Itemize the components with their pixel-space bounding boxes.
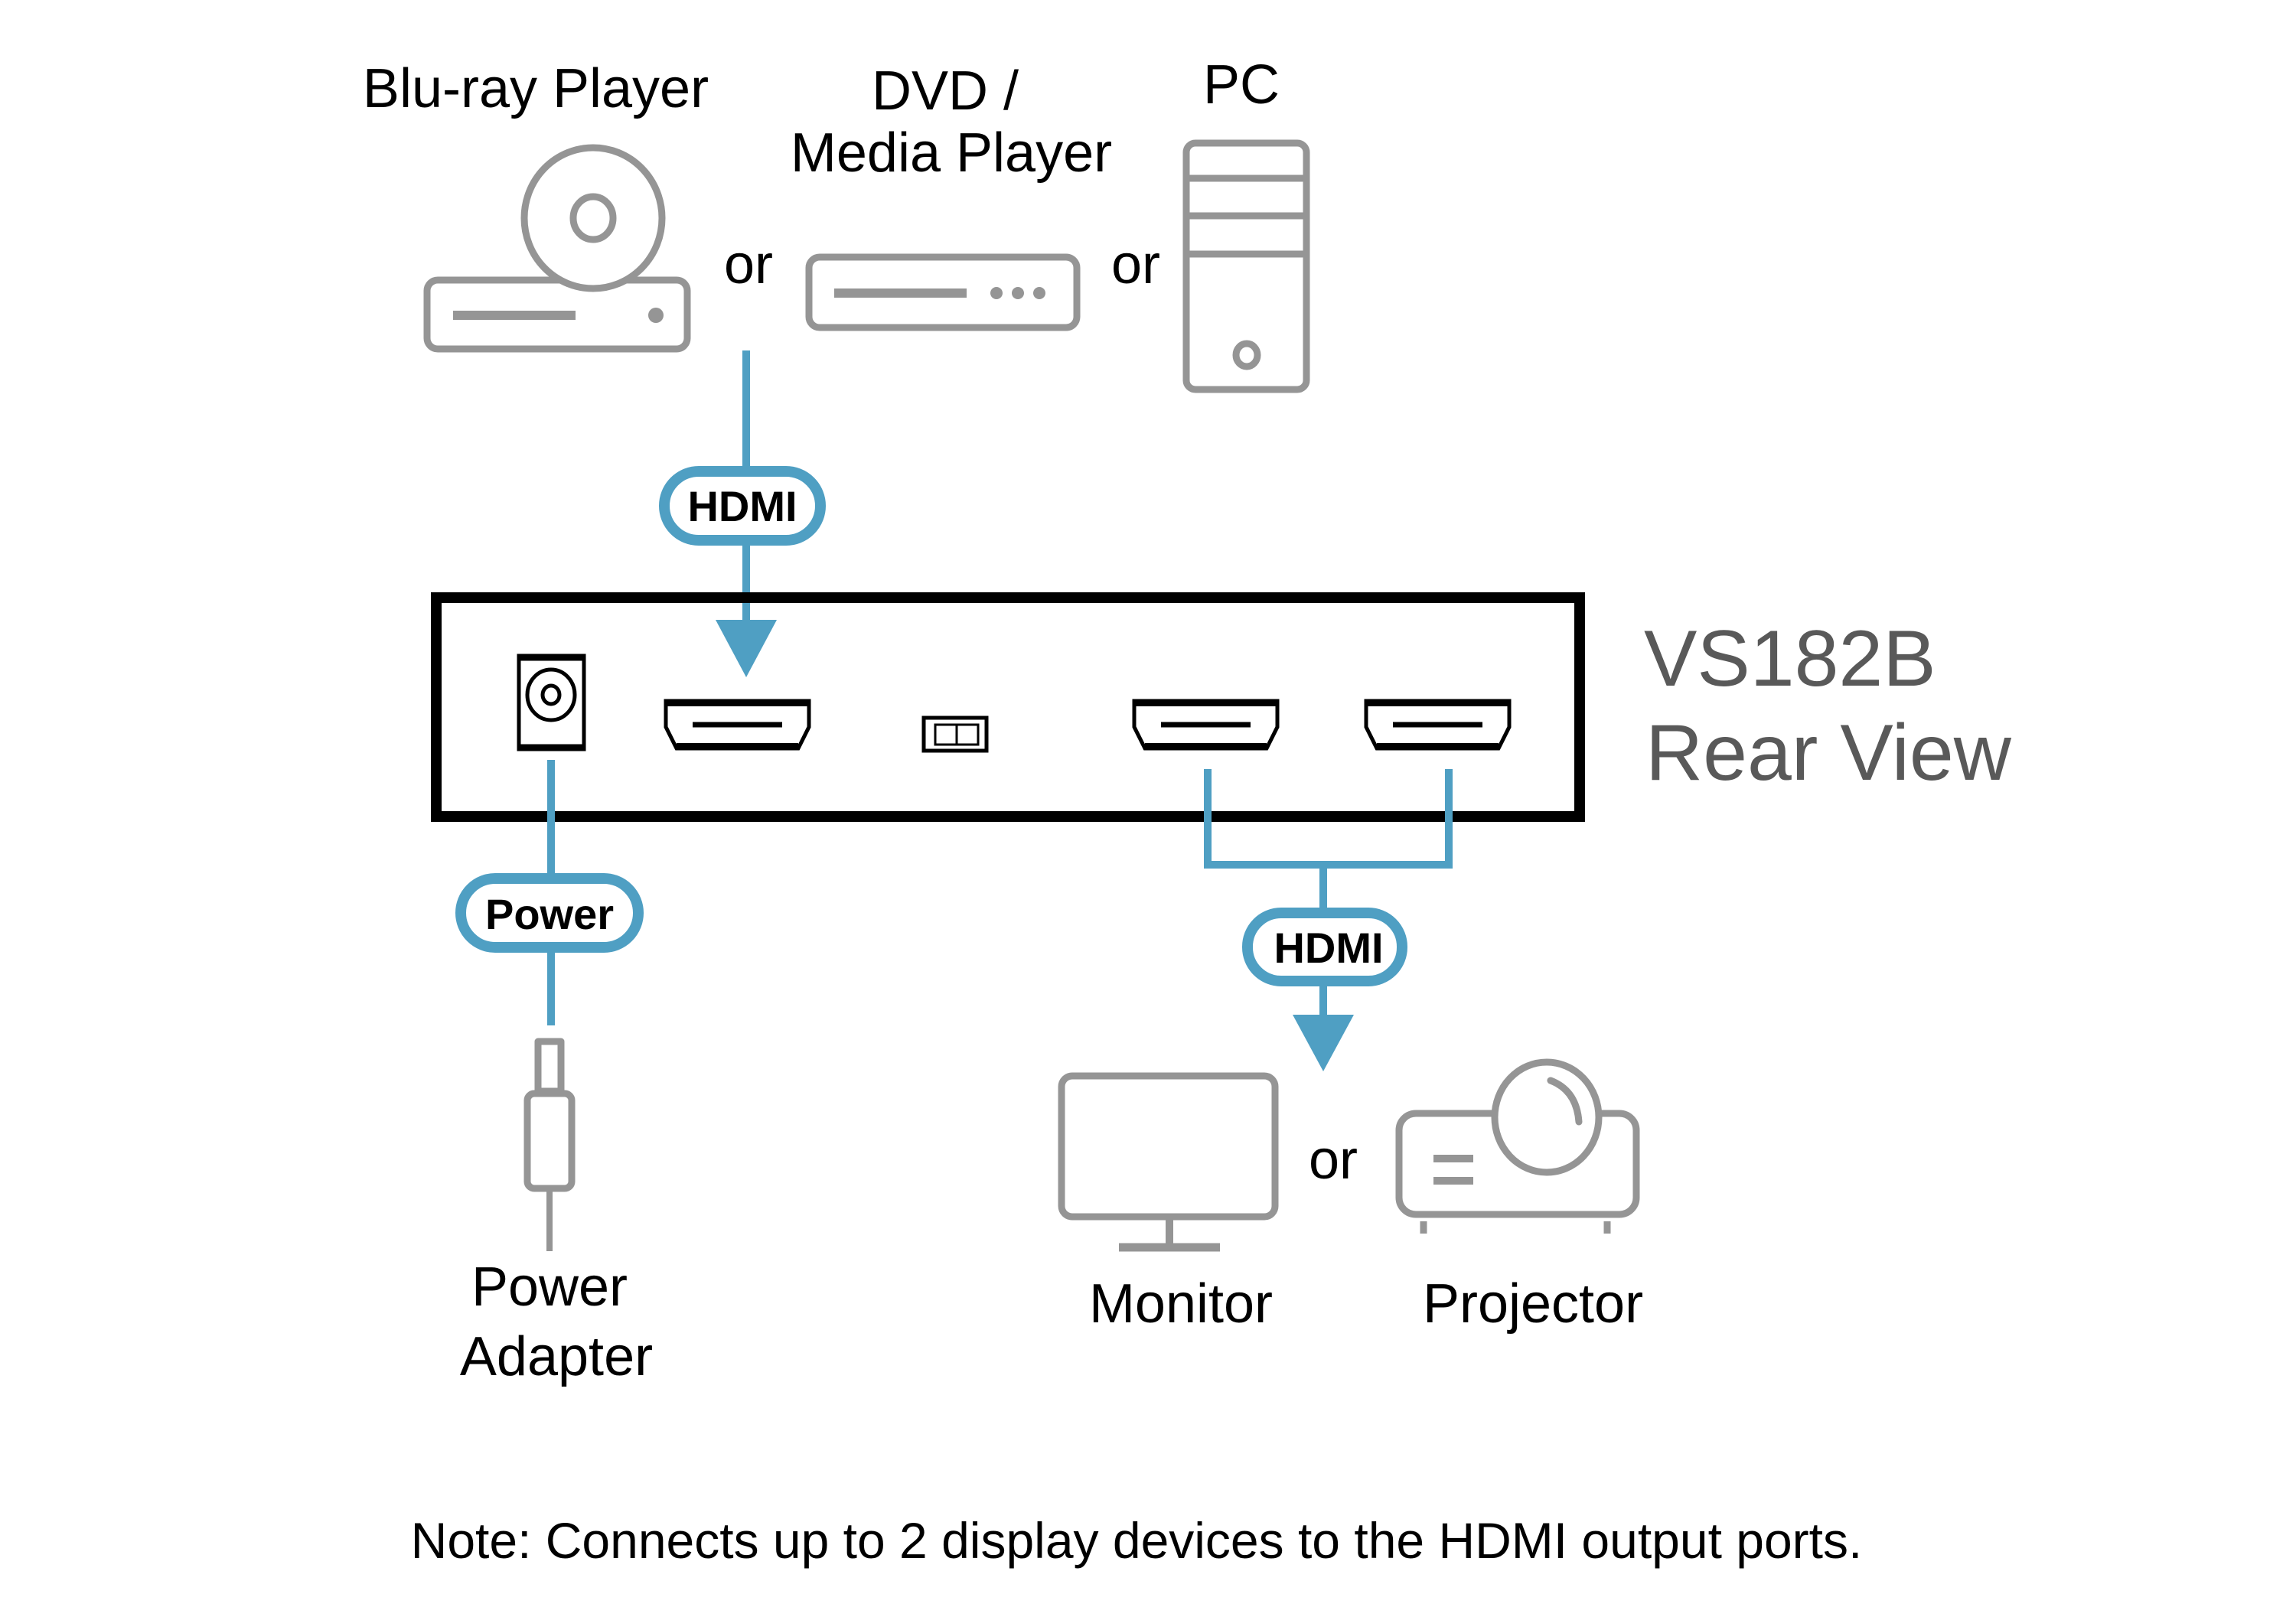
monitor-icon (1058, 1072, 1279, 1252)
hdmi-input-pill (659, 466, 826, 546)
arrow-down-icon (1293, 1015, 1354, 1071)
power-cable: Power (455, 760, 644, 1025)
device-view-label: Rear View (1645, 709, 2012, 797)
hdmi-output-port-2-icon (1364, 699, 1512, 751)
media-player-icon (805, 253, 1081, 331)
dvd-label-line1: DVD / (872, 60, 1019, 122)
power-pill (455, 873, 644, 953)
power-jack-icon (517, 654, 586, 751)
hdmi-input-cable: HDMI (659, 350, 826, 677)
mode-switch-icon (921, 715, 989, 753)
dvd-label-line2: Media Player (791, 122, 1112, 184)
or-separator-2: or (1111, 234, 1160, 295)
projector-label: Projector (1423, 1273, 1643, 1335)
projector-icon (1395, 1058, 1640, 1234)
hdmi-input-pill-label: HDMI (687, 482, 797, 530)
power-adapter-label-line1: Power (471, 1257, 628, 1318)
pc-label: PC (1203, 54, 1280, 116)
pc-tower-icon (1182, 139, 1310, 393)
or-separator-3: or (1309, 1129, 1358, 1191)
device-model: VS182B (1644, 614, 1936, 703)
or-separator-1: or (724, 234, 773, 295)
monitor-label: Monitor (1089, 1273, 1273, 1335)
power-plug-icon (523, 1038, 576, 1251)
arrow-down-icon (716, 620, 777, 677)
hdmi-output-cable: HDMI (1204, 769, 1453, 1071)
bluray-label: Blu-ray Player (363, 58, 709, 119)
hdmi-output-pill-label: HDMI (1274, 924, 1383, 972)
hdmi-output-port-1-icon (1132, 699, 1280, 751)
hdmi-input-port-icon (664, 699, 811, 751)
vs182b-rear-panel (431, 592, 1585, 822)
bluray-player-icon (423, 144, 691, 353)
hdmi-output-pill (1242, 908, 1407, 986)
power-pill-label: Power (485, 890, 614, 938)
power-adapter-label-line2: Adapter (460, 1326, 653, 1387)
footnote: Note: Connects up to 2 display devices t… (411, 1512, 1863, 1569)
